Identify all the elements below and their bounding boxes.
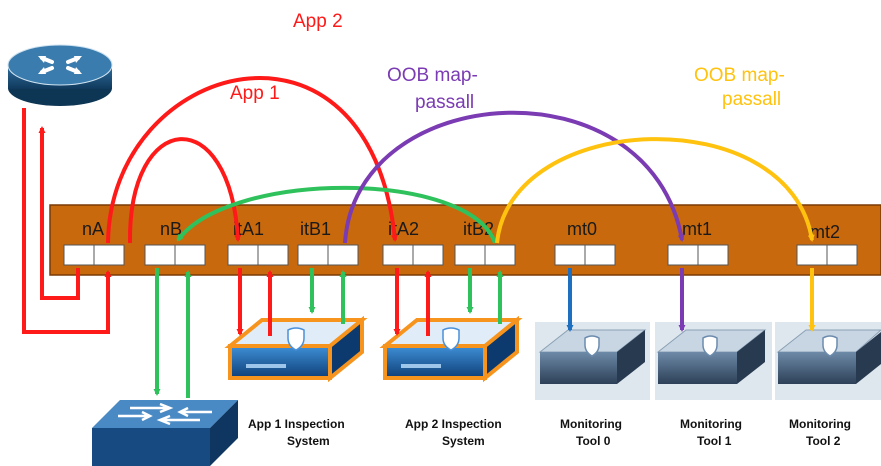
oob-passall-yellow-arc [495,137,815,244]
router-nA-link [22,108,112,334]
port-label-nA: nA [82,219,104,239]
app1-system-label-line1: App 1 Inspection [248,417,345,431]
monitoring-tool-0-icon [535,322,650,400]
app2-inspection-system-icon [379,315,523,383]
port-socket-itB1[interactable] [297,244,359,266]
port-socket-itA1[interactable] [227,244,289,266]
monitoring-tool-0-label-line1: Monitoring [560,417,622,431]
switch-icon [92,400,238,466]
router-icon [7,44,113,106]
app1-path-arc [127,137,242,244]
app1-label: App 1 [230,83,280,104]
port-socket-mt1[interactable] [667,244,729,266]
monitoring-tool-1-label-line2: Tool 1 [697,434,732,448]
oob-purple-label-line1: OOB map- [387,65,478,86]
app2-label: App 2 [293,11,343,32]
port-label-mt0: mt0 [567,219,597,239]
app2-system-label-line2: System [442,434,485,448]
monitoring-tool-1-icon [655,322,772,400]
port-label-itB2: itB2 [463,219,494,239]
port-socket-mt2[interactable] [796,244,858,266]
nB-switch-links [153,268,192,398]
port-label-itA1: itA1 [233,219,264,239]
port-label-nB: nB [160,219,182,239]
port-socket-itB2[interactable] [454,244,516,266]
port-socket-nA[interactable] [63,244,125,266]
monitoring-tool-2-label-line1: Monitoring [789,417,851,431]
monitoring-tool-2-icon [775,322,881,400]
port-label-itB1: itB1 [300,219,331,239]
oob-yellow-label-line1: OOB map- [694,65,785,86]
itB1-to-nB-arc [176,185,497,244]
monitoring-tool-1-label-line1: Monitoring [680,417,742,431]
oob-passall-purple-arc [343,110,685,244]
port-socket-mt0[interactable] [554,244,616,266]
port-label-mt2: mt2 [810,222,840,242]
oob-yellow-label-line2: passall [722,89,781,110]
app2-system-label-line1: App 2 Inspection [405,417,502,431]
itA1-app1-links [236,268,274,336]
app2-path-arc [106,76,398,244]
app1-inspection-system-icon [224,315,368,383]
port-socket-itA2[interactable] [382,244,444,266]
itA2-app2-links [393,268,432,336]
app1-system-label-line2: System [287,434,330,448]
monitoring-tool-2-label-line2: Tool 2 [806,434,841,448]
port-label-mt1: mt1 [682,219,712,239]
monitoring-tool-0-label-line2: Tool 0 [576,434,611,448]
oob-purple-label-line2: passall [415,92,474,113]
port-socket-nB[interactable] [144,244,206,266]
itB2-app2-links [466,268,504,324]
itB1-app1-links [308,268,347,324]
